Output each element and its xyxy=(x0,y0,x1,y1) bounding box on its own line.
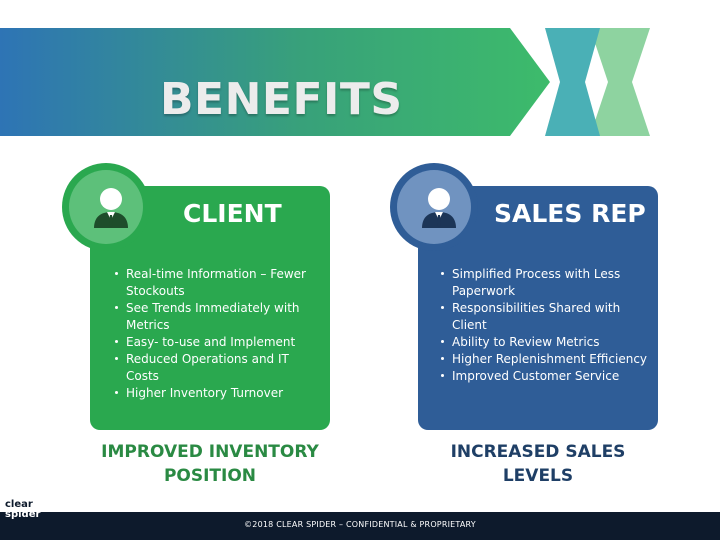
avatar-circle xyxy=(69,170,143,244)
banner-arrow-body xyxy=(0,28,550,136)
footer-bar: ©2018 CLEAR SPIDER – CONFIDENTIAL & PROP… xyxy=(0,512,720,540)
list-item: Improved Customer Service xyxy=(440,368,650,385)
client-avatar xyxy=(62,163,150,251)
list-item: Real-time Information – Fewer Stockouts xyxy=(114,266,319,300)
clear-spider-logo: clear spider xyxy=(5,500,45,534)
banner-arrow-graphic xyxy=(0,28,650,136)
sales-rep-avatar xyxy=(390,163,478,251)
list-item: Responsibilities Shared with Client xyxy=(440,300,650,334)
sales-rep-caption: INCREASED SALES LEVELS xyxy=(450,442,626,486)
avatar-circle xyxy=(397,170,471,244)
list-item: Simplified Process with Less Paperwork xyxy=(440,266,650,300)
list-item: See Trends Immediately with Metrics xyxy=(114,300,319,334)
list-item: Ability to Review Metrics xyxy=(440,334,650,351)
client-benefits-list: Real-time Information – Fewer Stockouts … xyxy=(114,266,319,402)
benefits-banner: BENEFITS xyxy=(0,28,720,136)
client-title: CLIENT xyxy=(183,199,282,228)
client-caption: IMPROVED INVENTORY POSITION xyxy=(101,442,319,486)
chevron-right-icon xyxy=(590,28,650,136)
person-icon xyxy=(94,188,128,228)
sales-rep-benefits-list: Simplified Process with Less Paperwork R… xyxy=(440,266,650,385)
list-item: Higher Inventory Turnover xyxy=(114,385,319,402)
logo-text-line1: clear xyxy=(5,499,33,510)
footer-copyright: ©2018 CLEAR SPIDER – CONFIDENTIAL & PROP… xyxy=(244,520,476,529)
sales-rep-title: SALES REP xyxy=(494,199,646,228)
logo-text-line2: spider xyxy=(5,509,41,520)
chevron-right-icon xyxy=(545,28,600,136)
person-icon xyxy=(422,188,456,228)
list-item: Higher Replenishment Efficiency xyxy=(440,351,650,368)
page-title: BENEFITS xyxy=(160,74,403,125)
list-item: Easy- to-use and Implement xyxy=(114,334,319,351)
list-item: Reduced Operations and IT Costs xyxy=(114,351,319,385)
